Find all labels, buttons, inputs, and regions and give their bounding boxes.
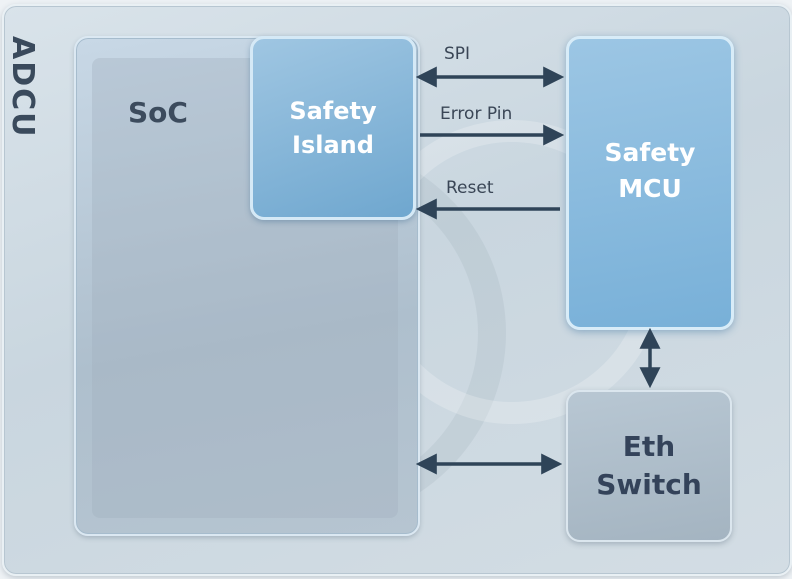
error-pin-label: Error Pin bbox=[440, 104, 513, 124]
safety-island-label: Safety Island bbox=[289, 97, 377, 159]
safety-mcu-block: Safety MCU bbox=[566, 36, 734, 330]
eth-switch-label: Eth Switch bbox=[596, 430, 702, 501]
spi-label: SPI bbox=[444, 44, 471, 64]
reset-label: Reset bbox=[446, 178, 494, 198]
safety-island-block: Safety Island bbox=[250, 36, 416, 220]
eth-switch-block: Eth Switch bbox=[566, 390, 732, 542]
safety-mcu-label: Safety MCU bbox=[604, 138, 696, 203]
soc-label: SoC bbox=[128, 96, 188, 129]
adcu-label: ADCU bbox=[5, 36, 40, 139]
